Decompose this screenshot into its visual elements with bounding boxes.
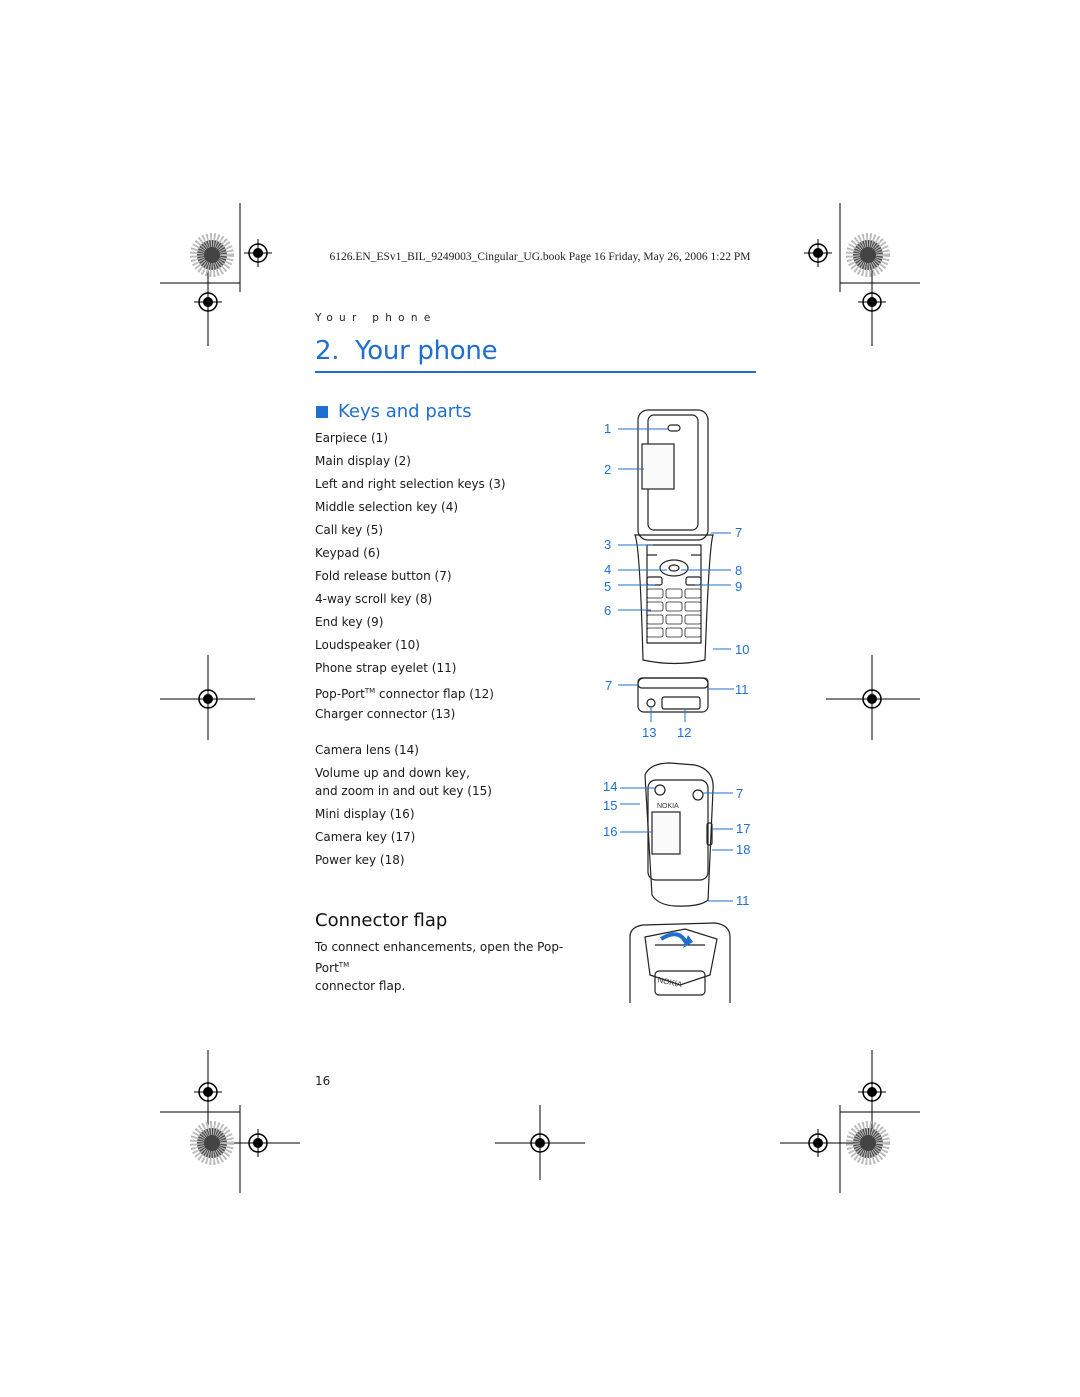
list-item: Power key (18) bbox=[315, 853, 405, 867]
callout-9: 9 bbox=[735, 579, 743, 594]
connector-flap-text: To connect enhancements, open the Pop-Po… bbox=[315, 938, 595, 995]
list-item: Pop-PortTM connector flap (12) bbox=[315, 684, 494, 702]
nokia-logo: NOKIA bbox=[657, 975, 684, 989]
connector-flap-text-part: connector flap. bbox=[315, 979, 406, 993]
pop-port-flap-shape bbox=[661, 696, 701, 710]
list-item: Middle selection key (4) bbox=[315, 500, 459, 514]
earpiece-shape bbox=[667, 424, 681, 432]
list-item: Charger connector (13) bbox=[315, 707, 456, 721]
scroll-key-shape bbox=[659, 559, 689, 577]
list-item: End key (9) bbox=[315, 615, 384, 629]
list-item: Call key (5) bbox=[315, 523, 384, 537]
callout-18: 18 bbox=[736, 842, 751, 857]
callout-17: 17 bbox=[736, 821, 751, 836]
open-arrow-icon bbox=[659, 932, 689, 946]
callout-10: 10 bbox=[735, 642, 750, 657]
phone-open-illustration bbox=[618, 409, 731, 665]
fold-release-shape bbox=[692, 789, 704, 801]
phone-upper-body bbox=[637, 409, 709, 541]
section-title: Keys and parts bbox=[338, 401, 472, 422]
callout-3: 3 bbox=[604, 537, 612, 552]
list-item: Mini display (16) bbox=[315, 807, 415, 821]
main-display-shape bbox=[641, 443, 675, 490]
phone-side-illustration bbox=[618, 677, 734, 722]
callout-8: 8 bbox=[735, 563, 743, 578]
camera-key-shape bbox=[706, 822, 713, 846]
callout-11-closed: 11 bbox=[736, 893, 750, 908]
list-item: Main display (2) bbox=[315, 454, 411, 468]
list-item: Left and right selection keys (3) bbox=[315, 477, 506, 491]
list-item: 4-way scroll key (8) bbox=[315, 592, 433, 606]
callout-11-side: 11 bbox=[735, 682, 749, 697]
mini-display-shape bbox=[651, 811, 681, 855]
phone-lower-body bbox=[634, 534, 714, 665]
list-item: Camera key (17) bbox=[315, 830, 416, 844]
list-item: and zoom in and out key (15) bbox=[315, 784, 492, 798]
chapter-title: 2. Your phone bbox=[315, 336, 498, 366]
callout-7: 7 bbox=[735, 525, 743, 540]
camera-lens-shape bbox=[654, 784, 666, 796]
callout-4: 4 bbox=[604, 562, 612, 577]
chapter-rule bbox=[315, 371, 756, 373]
list-item-text: Pop-Port bbox=[315, 687, 365, 701]
charger-connector-shape bbox=[646, 698, 656, 708]
list-item: Phone strap eyelet (11) bbox=[315, 661, 457, 675]
callout-1: 1 bbox=[604, 421, 612, 436]
chapter-title-text: Your phone bbox=[355, 336, 498, 366]
list-item: Earpiece (1) bbox=[315, 431, 388, 445]
connector-flap-text-part: To connect enhancements, open the Pop-Po… bbox=[315, 940, 564, 975]
callout-15: 15 bbox=[603, 798, 618, 813]
chapter-number: 2. bbox=[315, 336, 340, 366]
trademark-sup: TM bbox=[364, 687, 376, 695]
callout-5: 5 bbox=[604, 579, 612, 594]
phone-closed-illustration: NOKIA bbox=[620, 762, 733, 907]
connector-flap-heading: Connector flap bbox=[315, 910, 448, 931]
phone-side-body bbox=[637, 677, 709, 713]
section-heading: Keys and parts bbox=[316, 401, 472, 422]
list-item: Keypad (6) bbox=[315, 546, 381, 560]
connector-flap-illustration: NOKIA bbox=[629, 922, 731, 1003]
print-header: 6126.EN_ESv1_BIL_9249003_Cingular_UG.boo… bbox=[329, 251, 751, 263]
list-item: Volume up and down key, bbox=[315, 766, 470, 780]
callout-14: 14 bbox=[603, 779, 618, 794]
running-header: Your phone bbox=[315, 312, 437, 324]
page-number: 16 bbox=[315, 1074, 331, 1088]
callout-6: 6 bbox=[604, 603, 612, 618]
section-square-icon bbox=[316, 405, 328, 418]
callout-13: 13 bbox=[642, 725, 657, 740]
callout-2: 2 bbox=[604, 462, 612, 477]
open-arrow-head-icon bbox=[683, 935, 693, 948]
nokia-logo: NOKIA bbox=[657, 803, 679, 810]
connector-flap-shape bbox=[644, 928, 718, 986]
list-item: Camera lens (14) bbox=[315, 743, 419, 757]
callout-16: 16 bbox=[603, 824, 618, 839]
list-item: Loudspeaker (10) bbox=[315, 638, 420, 652]
list-item: Fold release button (7) bbox=[315, 569, 452, 583]
list-item-text: connector flap (12) bbox=[375, 687, 494, 701]
callout-7-side: 7 bbox=[605, 678, 613, 693]
callout-12: 12 bbox=[677, 725, 692, 740]
trademark-sup: TM bbox=[338, 961, 350, 969]
keypad-shape bbox=[646, 588, 702, 638]
callout-7-closed: 7 bbox=[736, 786, 744, 801]
